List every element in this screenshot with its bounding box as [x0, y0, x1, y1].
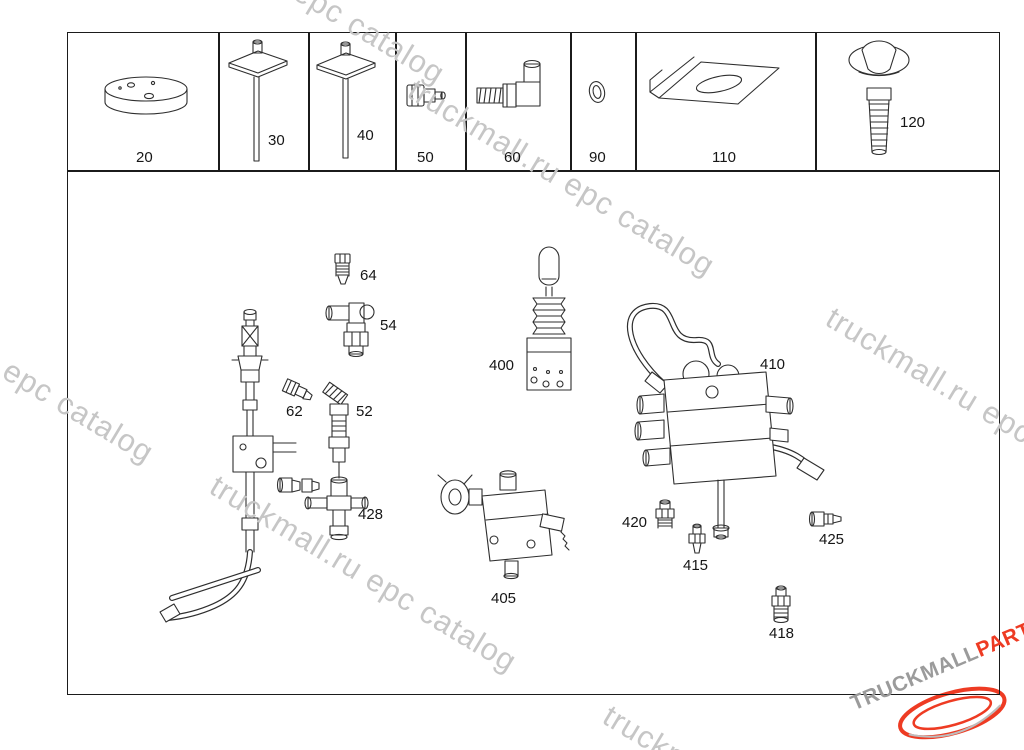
- part-label-120: 120: [900, 114, 926, 131]
- table-divider: [395, 32, 397, 170]
- part-418-drawing: [771, 585, 791, 624]
- part-405-drawing: [437, 470, 570, 580]
- part-50-drawing: [406, 84, 446, 107]
- part-label-40: 40: [357, 127, 374, 144]
- table-bottom-rule: [67, 170, 1000, 172]
- part-label-405: 405: [491, 590, 517, 607]
- part-30-drawing: [228, 39, 288, 162]
- part-62-drawing: [281, 378, 313, 401]
- part-90-drawing: [588, 81, 606, 103]
- table-divider: [308, 32, 310, 170]
- brand-swoosh-icon: [898, 686, 1007, 740]
- left-pipe-assembly-drawing: [159, 308, 320, 623]
- part-label-428: 428: [358, 506, 384, 523]
- part-label-30: 30: [268, 132, 285, 149]
- part-label-420: 420: [622, 514, 648, 531]
- part-label-418: 418: [769, 625, 795, 642]
- part-20-drawing: [104, 76, 188, 115]
- part-425-drawing: [808, 511, 842, 527]
- part-label-410: 410: [760, 356, 786, 373]
- part-54-drawing: [325, 302, 375, 358]
- part-64-drawing: [334, 253, 351, 285]
- part-428-drawing: [304, 476, 369, 541]
- part-label-425: 425: [819, 531, 845, 548]
- part-120-drawing: [848, 40, 910, 156]
- part-410-drawing: [626, 302, 825, 540]
- part-label-62: 62: [286, 403, 303, 420]
- part-label-50: 50: [417, 149, 434, 166]
- part-label-54: 54: [380, 317, 397, 334]
- part-label-20: 20: [136, 149, 153, 166]
- table-divider: [465, 32, 467, 170]
- part-420-drawing: [655, 499, 675, 529]
- part-label-64: 64: [360, 267, 377, 284]
- part-label-90: 90: [589, 149, 606, 166]
- part-label-52: 52: [356, 403, 373, 420]
- part-label-415: 415: [683, 557, 709, 574]
- table-divider: [815, 32, 817, 170]
- part-400-drawing: [526, 246, 572, 391]
- table-divider: [218, 32, 220, 170]
- part-label-400: 400: [489, 357, 515, 374]
- part-label-110: 110: [712, 149, 736, 166]
- part-415-drawing: [688, 523, 706, 554]
- part-60-drawing: [476, 59, 541, 108]
- table-divider: [570, 32, 572, 170]
- part-52-drawing: [322, 381, 350, 479]
- part-40-drawing: [316, 41, 376, 159]
- part-110-drawing: [649, 56, 780, 105]
- table-divider: [635, 32, 637, 170]
- part-label-60: 60: [504, 149, 521, 166]
